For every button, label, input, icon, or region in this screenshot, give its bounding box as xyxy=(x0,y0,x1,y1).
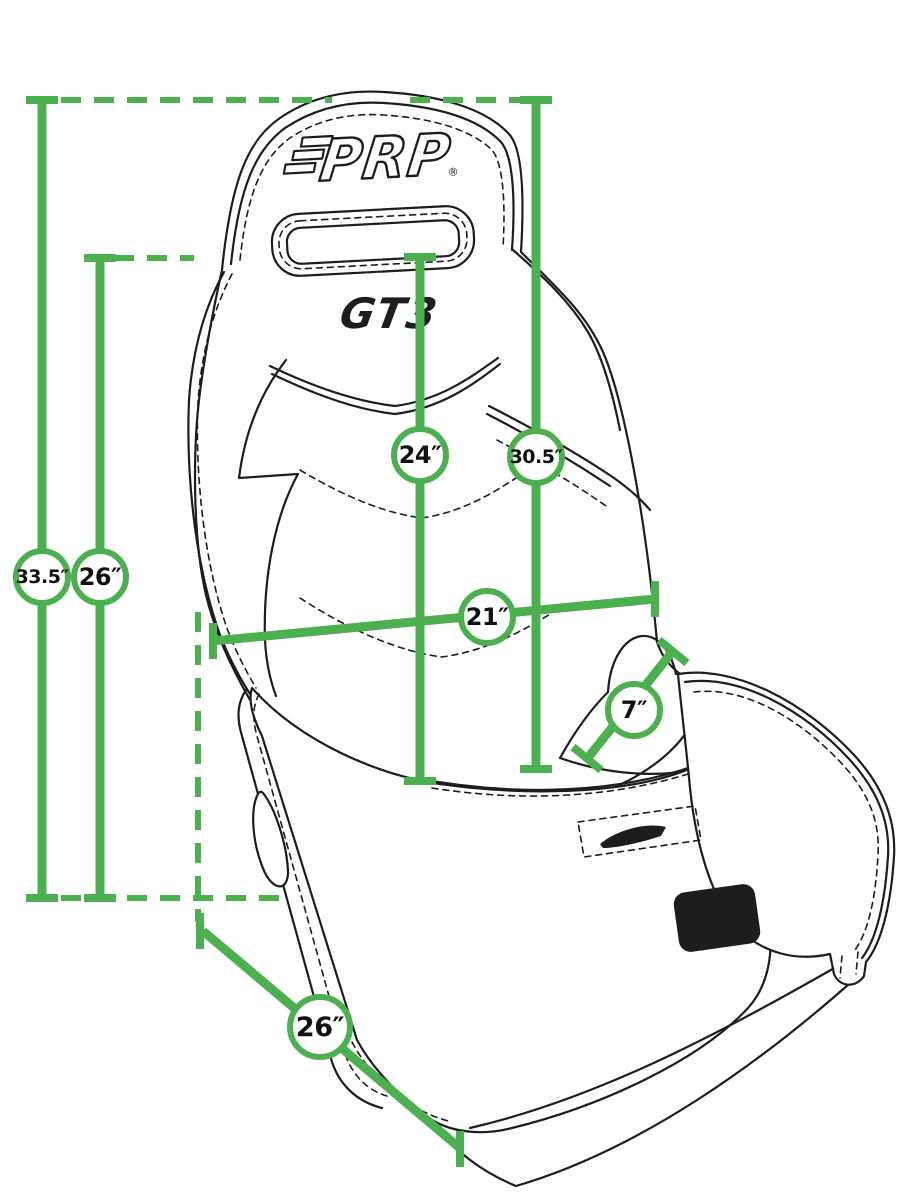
flank-hole xyxy=(252,790,290,888)
dimension-badge-headrest-to-cushion: 24″ xyxy=(391,426,449,484)
dimension-label: 33.5″ xyxy=(15,566,69,588)
dim-line-seat-width xyxy=(212,594,656,646)
dimension-label: 24″ xyxy=(398,441,442,469)
dimension-badge-seat-width: 21″ xyxy=(458,588,516,646)
dimension-badge-cushion-depth: 26″ xyxy=(287,994,353,1060)
brand-logo: PRP xyxy=(316,121,454,195)
dimension-label: 7″ xyxy=(620,696,648,724)
cushion-patch xyxy=(673,884,761,952)
dimension-badge-seat-back-height: 26″ xyxy=(71,548,129,606)
brand-logo-group: PRP ® xyxy=(282,120,459,196)
dimension-label: 21″ xyxy=(465,603,509,631)
dimension-label: 30.5″ xyxy=(509,446,563,468)
dimension-end-ticks xyxy=(26,96,690,1167)
vent-slot xyxy=(600,825,666,848)
dimension-solid-lines xyxy=(37,100,676,1153)
dimension-reference-dashes xyxy=(28,97,552,922)
model-label: GT3 xyxy=(336,289,442,338)
dimension-badge-shoulder-top-to-cushion: 30.5″ xyxy=(507,428,565,486)
brand-logo-registered-mark: ® xyxy=(447,165,459,179)
dimension-badge-overall-height: 33.5″ xyxy=(13,548,71,606)
dimension-label: 26″ xyxy=(295,1011,345,1043)
dimension-badge-side-bolster: 7″ xyxy=(605,681,663,739)
dimension-label: 26″ xyxy=(78,563,122,591)
